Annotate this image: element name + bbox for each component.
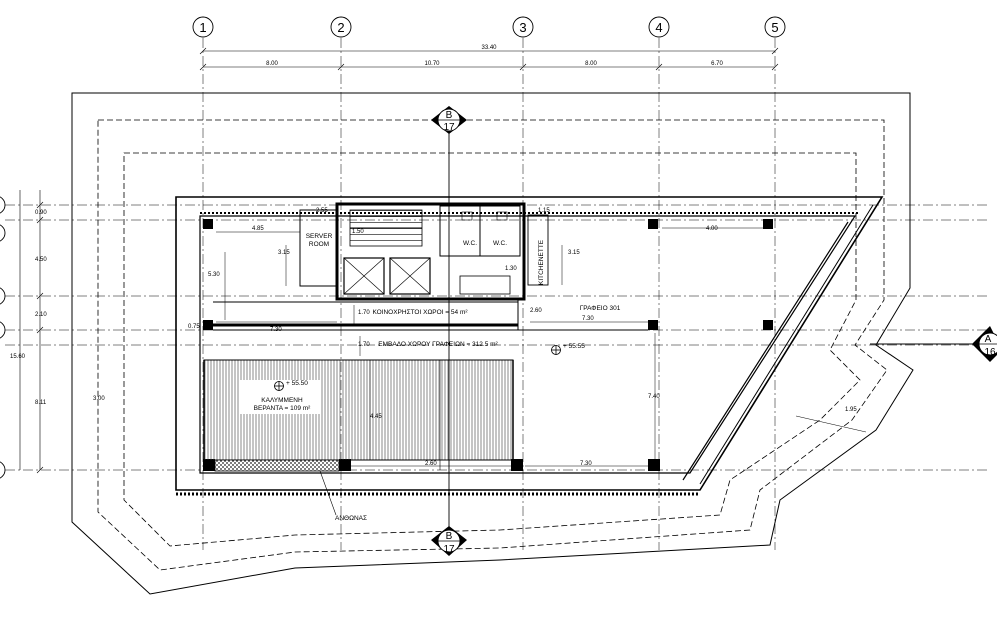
dim-misc-9: 2.60 xyxy=(530,308,542,314)
building-inner-wall xyxy=(199,215,857,474)
interior-dimension-lines xyxy=(216,227,763,467)
server-room-label-1: SERVER xyxy=(306,233,333,240)
grid-label-1: 1 xyxy=(199,20,206,35)
wc-label-2: W.C. xyxy=(493,240,507,247)
diagonal-facade-outer xyxy=(699,204,874,485)
section-marker-top: B 17 xyxy=(431,106,467,134)
dim-diagonal xyxy=(795,415,867,433)
veranda-level-mark xyxy=(274,381,284,391)
office-level-mark xyxy=(551,345,561,355)
section-right-letter: A xyxy=(985,334,992,345)
dim-misc-18: 0.75 xyxy=(188,324,200,330)
wc-label-1: W.C. xyxy=(463,240,477,247)
server-room-label-2: ROOM xyxy=(309,241,329,248)
dim-misc-12: 7.30 xyxy=(582,316,594,322)
grid-bubble-5: 5 xyxy=(764,16,786,38)
dim-misc-20: 1.95 xyxy=(845,407,857,413)
setback-line-inner xyxy=(123,152,861,547)
office-level-label: + 55.55 xyxy=(563,343,585,350)
planter-label: ΑΝΘΩΝΑΣ xyxy=(335,515,367,522)
elevator-2 xyxy=(389,257,431,295)
dim-misc-14: 7.30 xyxy=(580,461,592,467)
grid-bubble-2: 2 xyxy=(330,16,352,38)
dim-misc-21: 3.00 xyxy=(93,396,105,402)
grid-bubbles-left xyxy=(0,196,6,479)
office-label: ΓΡΑΦΕΙΟ 301 xyxy=(580,305,621,312)
dim-misc-10: 3.15 xyxy=(568,250,580,256)
shaft xyxy=(459,275,511,295)
building-outline xyxy=(175,196,884,491)
dim-misc-5: 1.50 xyxy=(352,229,364,235)
kitchenette-label: KITCHENETTE xyxy=(538,239,545,285)
section-bottom-sheet: 17 xyxy=(443,544,455,555)
section-bottom-letter: B xyxy=(446,531,453,542)
plot-boundary xyxy=(71,92,914,595)
dimension-chain-left xyxy=(19,190,44,474)
kitchenette xyxy=(527,214,549,286)
grid-label-3: 3 xyxy=(519,20,526,35)
section-marker-right: A 16 xyxy=(972,326,997,362)
elevator-1 xyxy=(343,257,385,295)
dim-misc-13: 7.30 xyxy=(270,327,282,333)
dim-left-total: 15.60 xyxy=(10,354,26,360)
section-top-letter: B xyxy=(446,110,453,121)
grid-label-5: 5 xyxy=(771,20,778,35)
dim-misc-1: 2.55 xyxy=(316,208,328,214)
dim-misc-4: 5.30 xyxy=(208,272,220,278)
planter xyxy=(214,459,340,472)
planter-leader xyxy=(319,470,337,516)
dim-misc-3: 3.15 xyxy=(278,250,290,256)
grid-bubble-1: 1 xyxy=(192,16,214,38)
structural-columns xyxy=(203,219,773,471)
dim-left-4: 8.11 xyxy=(35,400,47,406)
dim-span-1: 8.00 xyxy=(266,61,278,67)
section-marker-bottom: B 17 xyxy=(431,526,467,556)
dimension-chain-top xyxy=(199,47,779,71)
veranda-level-label: + 55.50 xyxy=(286,380,308,387)
dim-span-2: 10.70 xyxy=(424,61,440,67)
dim-misc-17: 1.70 xyxy=(358,342,370,348)
section-top-sheet: 17 xyxy=(443,122,455,133)
dim-left-1: 0.90 xyxy=(35,210,47,216)
section-right-sheet: 16 xyxy=(984,347,996,358)
dim-misc-11: 4.00 xyxy=(706,226,718,232)
grid-label-2: 2 xyxy=(337,20,344,35)
dim-misc-2: 4.85 xyxy=(252,226,264,232)
dim-overall: 33.40 xyxy=(481,45,497,51)
dim-left-2: 4.50 xyxy=(35,257,47,263)
dim-misc-6: 1.70 xyxy=(358,310,370,316)
grid-bubble-3: 3 xyxy=(512,16,534,38)
veranda-label-2: ΒΕΡΑΝΤΑ = 109 m² xyxy=(254,405,311,412)
core-block xyxy=(335,202,526,301)
grid-label-4: 4 xyxy=(655,20,662,35)
dim-misc-7: 1.15 xyxy=(538,208,550,214)
veranda-label-1: ΚΑΛΥΜΜΕΝΗ xyxy=(261,397,303,404)
dim-misc-8: 1.30 xyxy=(505,266,517,272)
server-room xyxy=(299,209,339,287)
setback-line-outer xyxy=(97,119,888,571)
diagonal-facade xyxy=(682,221,849,481)
dim-left-3: 2.10 xyxy=(35,312,47,318)
dim-span-3: 8.00 xyxy=(585,61,597,67)
dim-misc-15: 7.40 xyxy=(648,394,660,400)
dim-misc-16: 4.45 xyxy=(370,414,382,420)
dim-misc-19: 2.60 xyxy=(425,461,437,467)
dim-span-4: 6.70 xyxy=(711,61,723,67)
common-area-label: ΚΟΙΝΟΧΡΗΣΤΟΙ ΧΩΡΟΙ = 54 m² xyxy=(372,309,468,316)
grid-bubble-4: 4 xyxy=(648,16,670,38)
office-area-label: ΕΜΒΑΔΟ ΧΩΡΟΥ ΓΡΑΦΕΙΩΝ = 312.5 m² xyxy=(378,341,498,348)
